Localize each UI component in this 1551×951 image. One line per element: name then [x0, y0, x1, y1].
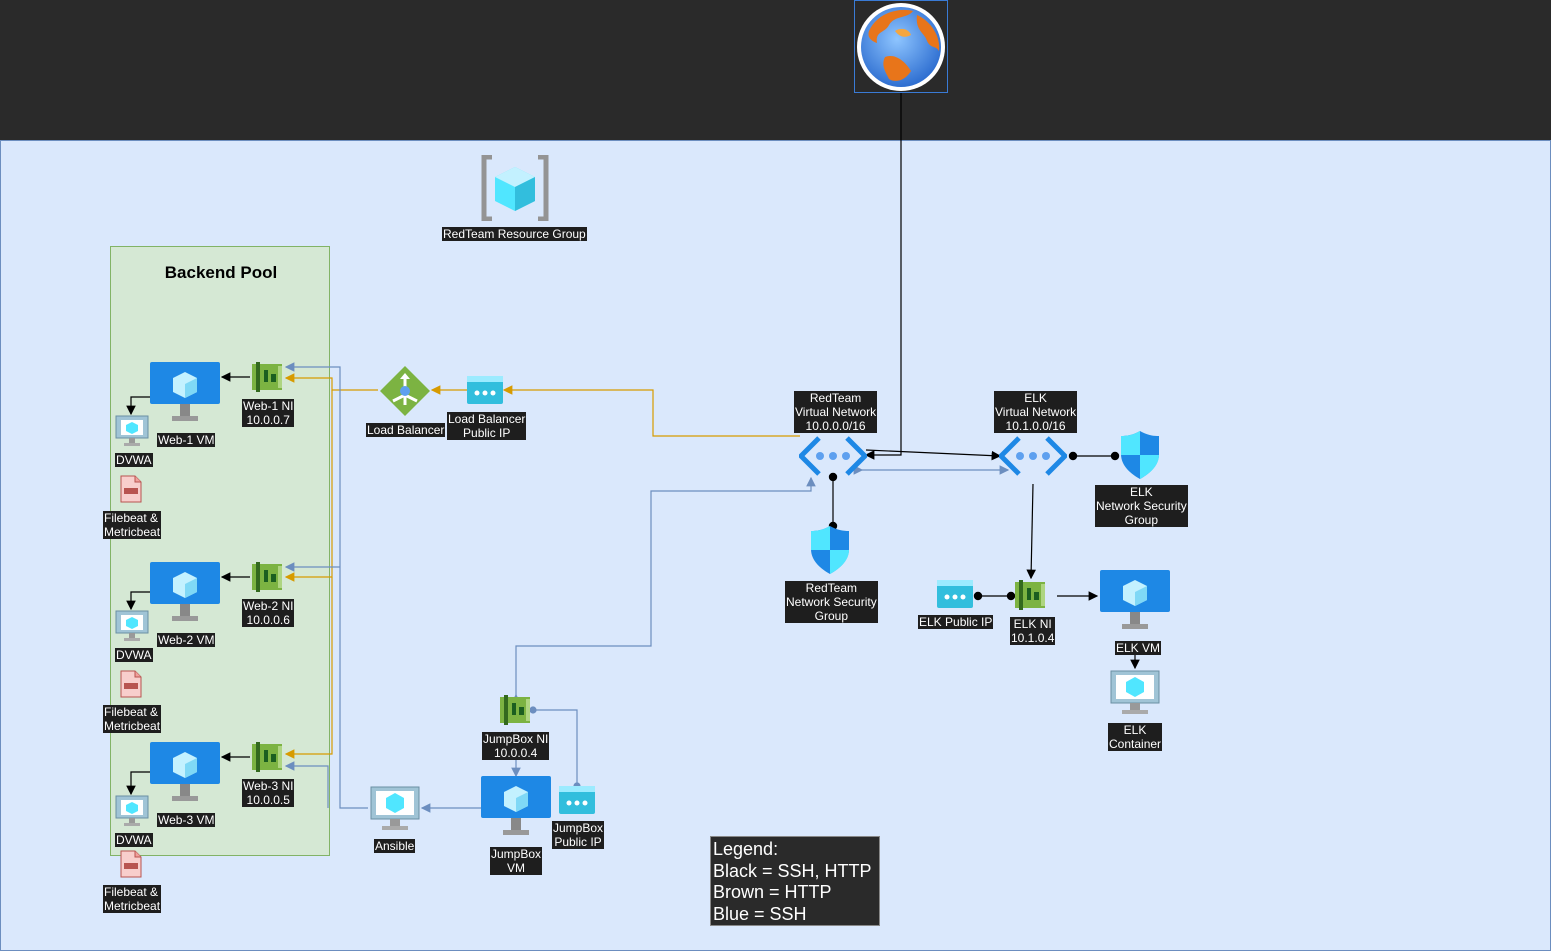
legend-item-brown: Brown = HTTP [713, 882, 832, 902]
redteam-vnet-line1: RedTeam [809, 391, 862, 405]
redteam-nsg-line1: RedTeam [805, 581, 858, 595]
resource-group-icon [480, 154, 550, 222]
lb-public-ip-line2: Public IP [463, 426, 511, 440]
elk-vm-label: ELK VM [1115, 641, 1162, 655]
web3-vm-icon [150, 742, 220, 804]
web2-vm-label: Web-2 VM [157, 633, 216, 647]
elk-container-icon [1110, 670, 1160, 716]
jumpbox-vm-line2: VM [507, 861, 526, 875]
web3-nic-icon [252, 742, 284, 772]
elk-nic-line1: ELK NI [1013, 617, 1052, 631]
elk-nsg-line2: Network Security [1096, 499, 1187, 513]
load-balancer-icon [379, 365, 431, 417]
web3-dvwa-icon [115, 795, 149, 827]
elk-vnet-line3: 10.1.0.0/16 [1005, 419, 1066, 433]
web2-nic-name: Web-2 NI [243, 599, 294, 613]
lb-public-ip-line1: Load Balancer [448, 412, 526, 426]
load-balancer-label: Load Balancer [366, 423, 446, 437]
redteam-nsg-shield-icon [809, 525, 851, 575]
legend: Legend: Black = SSH, HTTP Brown = HTTP B… [710, 836, 880, 926]
backend-pool: Backend Pool [110, 246, 330, 856]
elk-vnet-line1: ELK [1024, 391, 1047, 405]
web3-vm-label: Web-3 VM [157, 813, 216, 827]
elk-vnet-line2: Virtual Network [995, 405, 1077, 419]
jumpbox-vm-icon [481, 776, 551, 838]
elk-vnet-icon [997, 436, 1069, 476]
web2-beat-line2: Metricbeat [104, 719, 161, 733]
internet-zone [0, 0, 1551, 140]
elk-nsg-line1: ELK [1130, 485, 1153, 499]
elk-nic-icon [1015, 580, 1047, 610]
web2-beat-icon [120, 670, 142, 698]
jumpbox-vm-line1: JumpBox [491, 847, 542, 861]
web2-dvwa-icon [115, 610, 149, 642]
elk-nsg-line3: Group [1124, 513, 1159, 527]
web3-beat-label: Filebeat &Metricbeat [103, 885, 162, 913]
jumpbox-nic-line1: JumpBox NI [483, 732, 549, 746]
elk-nsg-shield-icon [1119, 430, 1161, 480]
web2-beat-line1: Filebeat & [104, 705, 159, 719]
web3-nic-name: Web-3 NI [243, 779, 294, 793]
web1-beat-icon [120, 475, 142, 503]
web3-beat-line1: Filebeat & [104, 885, 159, 899]
elk-container-line2: Container [1109, 737, 1162, 751]
redteam-nsg-line3: Group [814, 609, 849, 623]
redteam-nsg-line2: Network Security [786, 595, 877, 609]
elk-public-ip-icon [937, 580, 973, 608]
web3-nic-ip: 10.0.0.5 [246, 793, 290, 807]
elk-vm-icon [1100, 570, 1170, 632]
lb-public-ip-icon [467, 376, 503, 404]
web1-nic-ip: 10.0.0.7 [246, 413, 290, 427]
legend-item-black: Black = SSH, HTTP [713, 860, 872, 881]
elk-container-line1: ELK [1123, 723, 1147, 737]
web3-dvwa-label: DVWA [115, 833, 153, 847]
web2-beat-label: Filebeat &Metricbeat [103, 705, 162, 733]
web1-dvwa-icon [115, 415, 149, 447]
web2-dvwa-label: DVWA [115, 648, 153, 662]
redteam-vnet-line3: 10.0.0.0/16 [805, 419, 866, 433]
elk-public-ip-label: ELK Public IP [918, 615, 994, 629]
legend-item-blue: Blue = SSH [713, 903, 807, 924]
jumpbox-public-ip-icon [559, 786, 595, 814]
redteam-vnet-icon [797, 436, 869, 476]
web1-nic-name: Web-1 NI [243, 399, 294, 413]
backend-pool-title: Backend Pool [164, 263, 278, 282]
internet-globe-icon [854, 0, 948, 93]
web3-beat-icon [120, 850, 142, 878]
web2-vm-icon [150, 562, 220, 624]
web1-vm-icon [150, 362, 220, 424]
redteam-vnet-line2: Virtual Network [795, 405, 877, 419]
elk-nic-line2: 10.1.0.4 [1011, 631, 1055, 645]
web2-nic-icon [252, 562, 284, 592]
resource-group-label: RedTeam Resource Group [442, 227, 587, 241]
web1-dvwa-label: DVWA [115, 453, 153, 467]
web3-beat-line2: Metricbeat [104, 899, 161, 913]
web1-nic-icon [252, 362, 284, 392]
jumpbox-nic-icon [500, 695, 532, 725]
web2-nic-ip: 10.0.0.6 [246, 613, 290, 627]
web1-beat-line1: Filebeat & [104, 511, 159, 525]
jumpbox-public-ip-line2: Public IP [554, 835, 602, 849]
web1-vm-label: Web-1 VM [157, 433, 216, 447]
legend-title: Legend: [713, 839, 779, 859]
ansible-icon [370, 786, 420, 832]
ansible-label: Ansible [374, 839, 416, 853]
jumpbox-nic-line2: 10.0.0.4 [493, 746, 538, 760]
web1-beat-line2: Metricbeat [104, 525, 161, 539]
jumpbox-public-ip-line1: JumpBox [553, 821, 604, 835]
web1-beat-label: Filebeat &Metricbeat [103, 511, 162, 539]
